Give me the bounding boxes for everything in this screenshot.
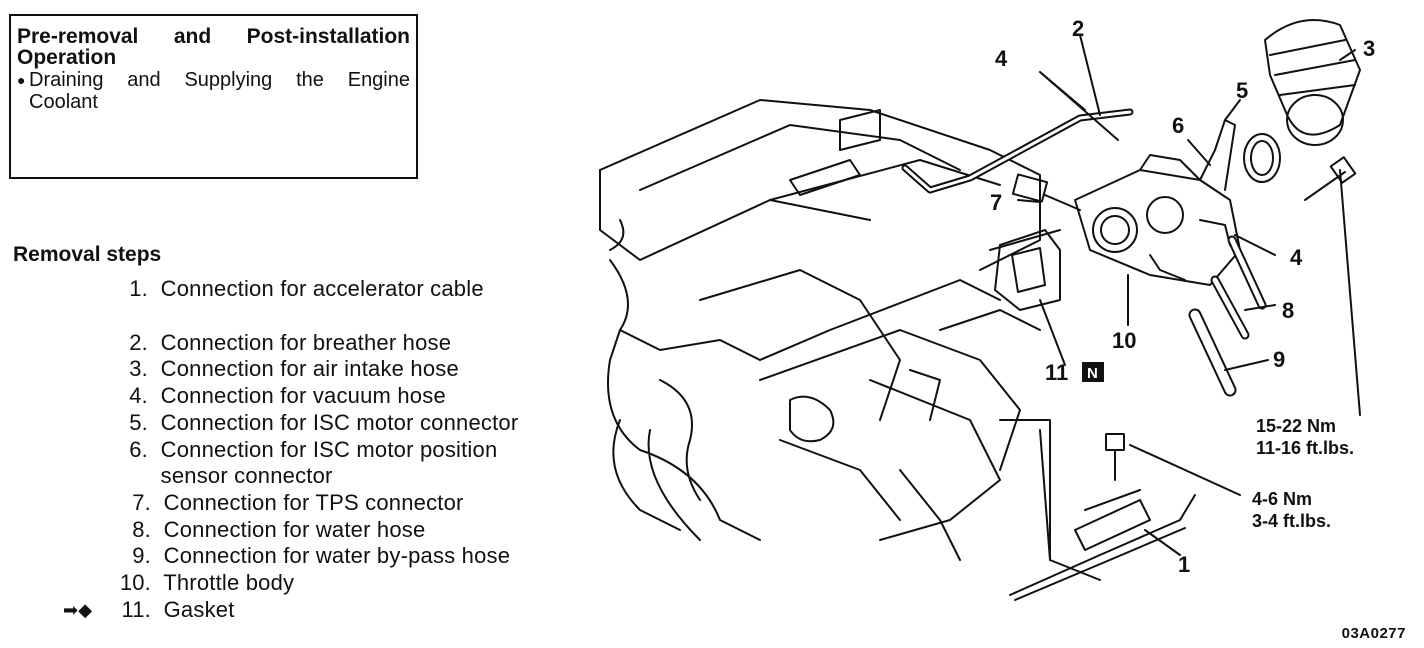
torque-1-ftlbs: 11-16 ft.lbs. (1256, 438, 1354, 458)
callout-4: 4 (995, 46, 1008, 71)
torque-2-nm: 4-6 Nm (1252, 489, 1312, 509)
removal-step: 4. Connection for vacuum hose (129, 383, 446, 408)
removal-step: 3. Connection for air intake hose (129, 356, 459, 381)
engine-illustration (599, 99, 1101, 581)
callout-5: 5 (1236, 78, 1248, 103)
callout-7: 7 (990, 190, 1002, 215)
new-part-badge-label: N (1087, 365, 1098, 382)
bullet-icon: ● (17, 72, 26, 88)
callout-9: 9 (1273, 347, 1285, 372)
operation-box-item-text: Draining and Supplying the Engine Coolan… (29, 69, 410, 113)
removal-step: 6. Connection for ISC motor position sen… (129, 437, 498, 488)
callout-2: 2 (1072, 16, 1084, 41)
operation-box: Pre-removal and Post-installation Operat… (9, 14, 418, 179)
figure-code: 03A0277 (1341, 625, 1406, 642)
callout-3: 3 (1363, 36, 1375, 61)
callout-1: 1 (1178, 552, 1190, 577)
removal-step: 1. Connection for accelerator cable (129, 276, 484, 301)
removal-step: 9. Connection for water by-pass hose (132, 543, 511, 568)
new-part-badge (1082, 362, 1104, 382)
removal-step: 7. Connection for TPS connector (132, 490, 464, 515)
removal-step: ➡◆ 11. Gasket (63, 597, 235, 622)
torque-2-ftlbs: 3-4 ft.lbs. (1252, 511, 1331, 531)
callout-4-lower: 4 (1290, 245, 1303, 270)
operation-box-title: Pre-removal and Post-installation Operat… (17, 25, 410, 69)
throttle-body (1074, 119, 1241, 286)
removal-step: 2. Connection for breather hose (129, 330, 452, 355)
removal-steps-title: Removal steps (13, 243, 162, 266)
removal-step: 5. Connection for ISC motor connector (129, 410, 519, 435)
removal-step: 10. Throttle body (119, 570, 295, 595)
air-intake-hose (1264, 19, 1361, 146)
callout-8: 8 (1282, 298, 1294, 323)
callout-11: 11 (1045, 360, 1068, 385)
callout-10: 10 (1112, 328, 1136, 353)
operation-box-item: ● Draining and Supplying the Engine Cool… (17, 69, 410, 113)
installation-arrow-icon: ➡◆ (63, 600, 93, 620)
removal-step: 8. Connection for water hose (132, 517, 426, 542)
callout-6: 6 (1172, 113, 1184, 138)
torque-1-nm: 15-22 Nm (1256, 416, 1336, 436)
